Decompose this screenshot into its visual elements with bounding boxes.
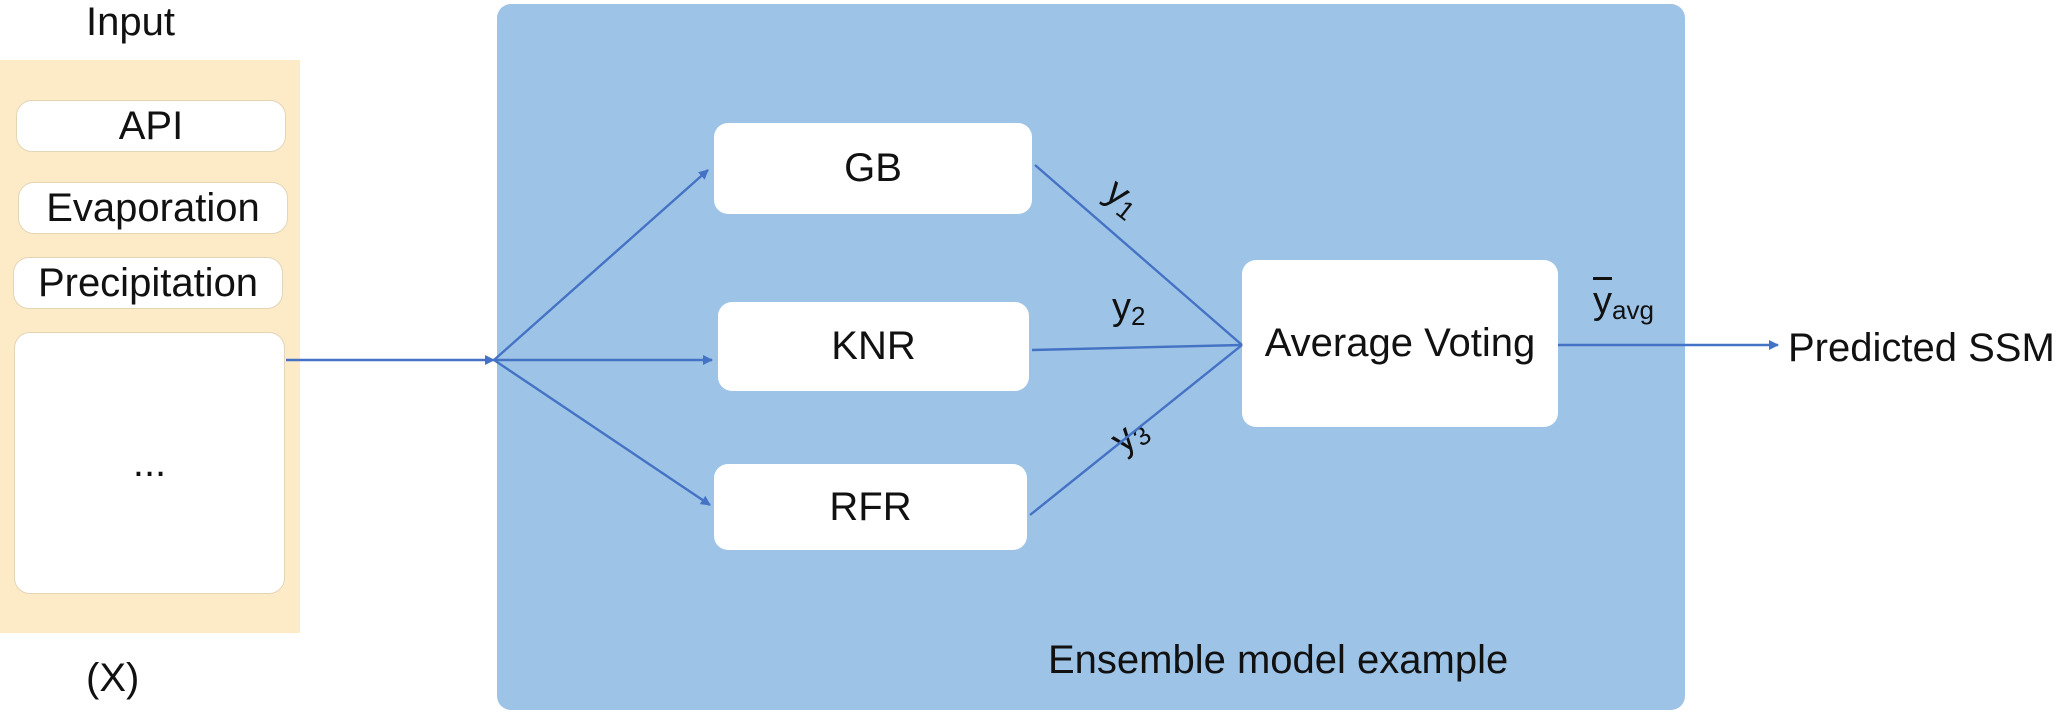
feature-box-more: ... (14, 332, 285, 594)
predicted-output-label: Predicted SSM (1788, 326, 2055, 370)
feature-box-api: API (16, 100, 286, 152)
model-box-knr: KNR (718, 302, 1029, 391)
line-rfr-to-voting (1029, 344, 1243, 516)
ensemble-caption: Ensemble model example (1048, 638, 1509, 682)
model-box-gb: GB (714, 123, 1032, 214)
combiner-box-average-voting: Average Voting (1242, 260, 1558, 427)
line-gb-to-voting (1034, 164, 1243, 346)
line-knr-to-voting (1031, 343, 1243, 352)
arrow-to-gb (493, 169, 709, 361)
arrow-to-rfr (493, 359, 711, 506)
output-label-yavg: yavg (1593, 280, 1654, 325)
input-title: Input (86, 0, 175, 44)
output-label-y2: y2 (1112, 286, 1146, 331)
feature-box-precipitation: Precipitation (13, 257, 283, 309)
model-box-rfr: RFR (714, 464, 1027, 550)
more-features-ellipsis: ... (132, 440, 167, 485)
input-symbol: (X) (86, 656, 140, 700)
feature-box-evaporation: Evaporation (18, 182, 288, 234)
